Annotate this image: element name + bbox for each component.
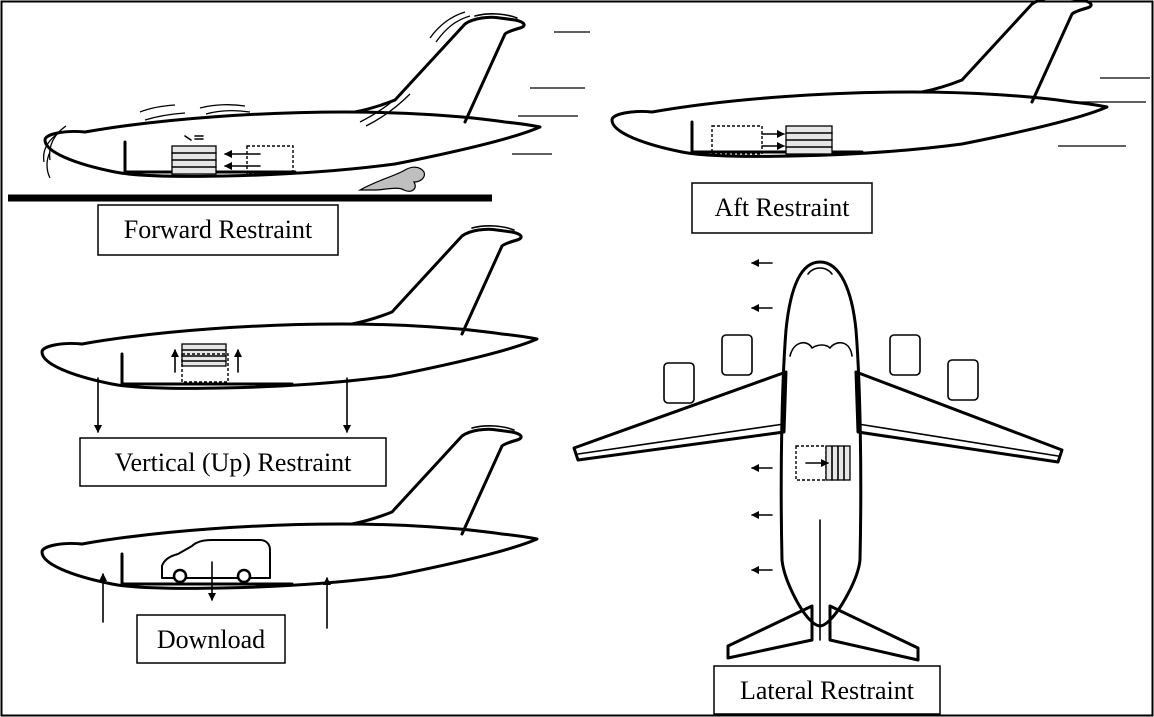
wing-left — [572, 370, 788, 462]
aircraft-side-aft — [610, 0, 1109, 158]
tail-right — [828, 604, 920, 662]
aircraft-top-fuselage — [779, 260, 863, 628]
cargo-original-position — [711, 125, 763, 155]
label-download: Download — [157, 625, 265, 654]
forward-restraint-panel: Forward Restraint — [8, 11, 590, 256]
speed-lines-forward — [512, 31, 590, 155]
motion-lines-tail — [359, 11, 471, 127]
vehicle-wheel-rear — [236, 568, 252, 584]
tail-left — [726, 604, 814, 660]
crushed-gear-icon — [357, 166, 425, 192]
vehicle-outline — [161, 539, 271, 579]
lateral-restraint-panel: Lateral Restraint — [572, 259, 1064, 715]
wing-right — [854, 370, 1064, 464]
label-aft-restraint: Aft Restraint — [714, 193, 850, 222]
cargo-original-position — [181, 353, 229, 383]
label-forward-restraint: Forward Restraint — [124, 215, 313, 244]
vertical-restraint-panel: Vertical (Up) Restraint — [40, 224, 539, 487]
speed-lines-aft — [1058, 77, 1150, 147]
label-box-lateral — [713, 665, 941, 715]
vehicle-wheel-front — [172, 568, 188, 584]
cockpit-windows — [789, 341, 853, 357]
motion-lines-top — [139, 104, 251, 121]
aft-restraint-panel: Aft Restraint — [610, 0, 1150, 234]
cockpit-line — [807, 267, 833, 275]
label-box-download — [136, 614, 286, 664]
label-vertical-restraint: Vertical (Up) Restraint — [115, 448, 353, 477]
cargo-original-position — [246, 145, 294, 175]
impact-lines — [42, 125, 67, 179]
engine-right-inner — [889, 334, 921, 376]
cargo-box — [181, 343, 227, 367]
label-box-aft — [691, 182, 873, 234]
engine-left-outer — [663, 362, 695, 404]
label-lateral-restraint: Lateral Restraint — [740, 676, 915, 705]
label-box-forward — [97, 204, 339, 256]
aircraft-side-download — [40, 424, 539, 601]
aircraft-side-forward — [43, 12, 542, 178]
wing-flaps — [577, 423, 1059, 457]
engine-left-inner — [721, 334, 753, 376]
label-box-vertical — [79, 437, 387, 487]
engine-right-outer — [947, 359, 979, 401]
download-panel: Download — [40, 424, 539, 664]
aircraft-side-vertical — [40, 224, 539, 390]
